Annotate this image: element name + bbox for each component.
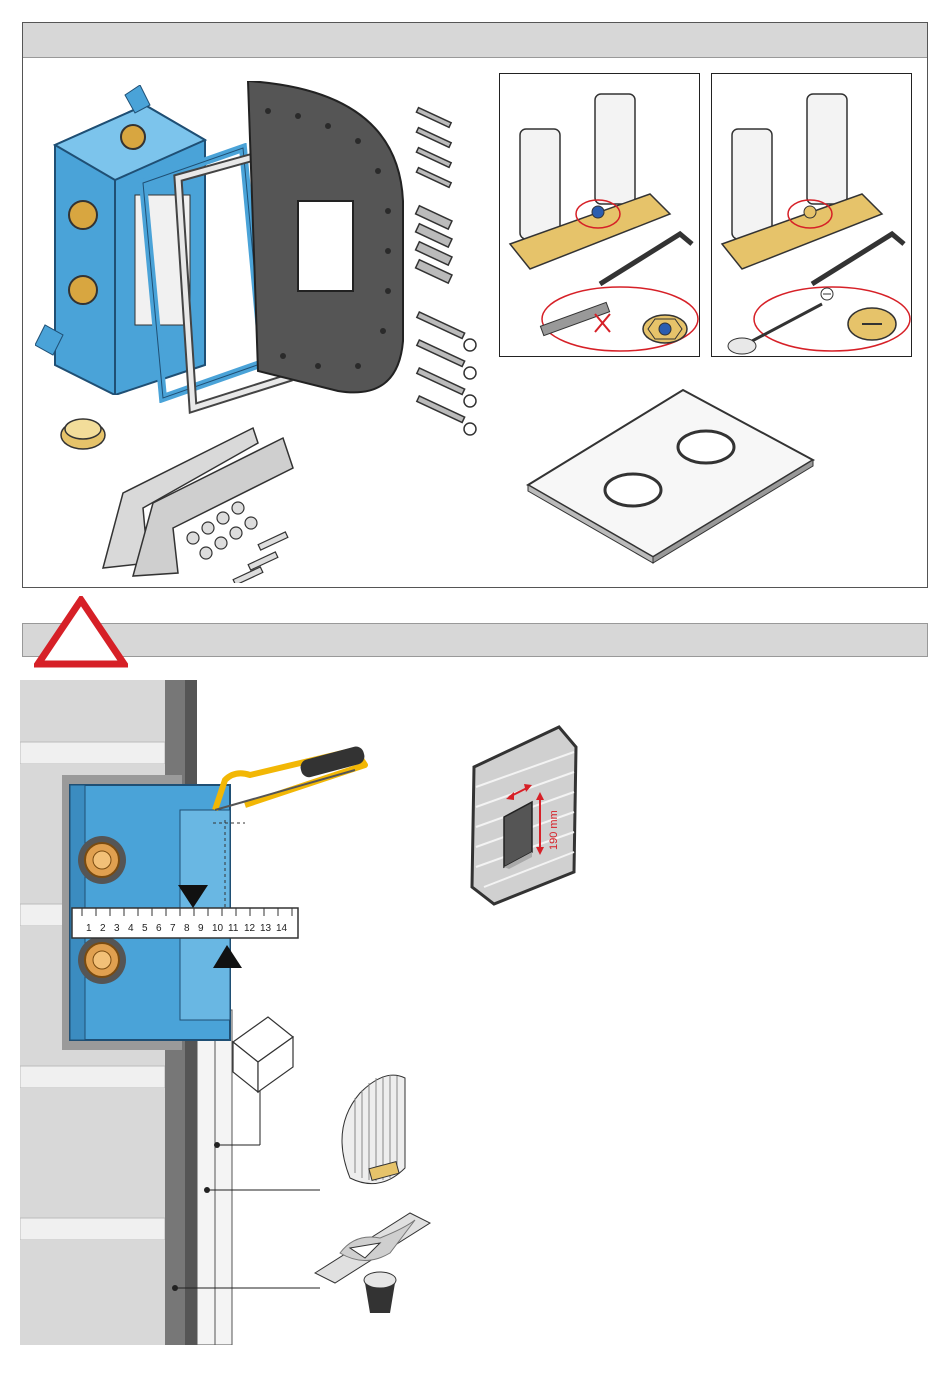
ruler-number: 10 bbox=[212, 923, 224, 934]
ruler-number: 13 bbox=[260, 923, 272, 934]
mortar-bucket-icon bbox=[310, 1198, 440, 1318]
installation-header-bar bbox=[22, 623, 928, 657]
hacksaw-icon bbox=[205, 745, 380, 835]
ruler-number: 8 bbox=[184, 923, 190, 934]
ruler-number: 6 bbox=[156, 923, 162, 934]
warning-triangle-icon bbox=[34, 596, 128, 668]
screws-illustration bbox=[408, 103, 488, 443]
ruler-number: 4 bbox=[128, 923, 134, 934]
ruler-number: 9 bbox=[198, 923, 204, 934]
adhesive-trowel-icon bbox=[330, 1068, 410, 1198]
ruler-number: 14 bbox=[276, 923, 288, 934]
ruler-number: 5 bbox=[142, 923, 148, 934]
ruler-number: 2 bbox=[100, 923, 106, 934]
tiles-icon bbox=[228, 1012, 298, 1097]
membrane-illustration bbox=[238, 81, 413, 401]
parts-panel bbox=[22, 22, 928, 588]
dimension-190mm-label: 190 mm bbox=[548, 810, 560, 850]
parts-header-bar bbox=[23, 23, 927, 58]
ruler-number: 11 bbox=[228, 923, 239, 934]
ruler-number: 1 bbox=[86, 923, 92, 934]
fasteners-illustration bbox=[178, 483, 298, 583]
valve-hexkey-inset bbox=[499, 73, 700, 357]
valve-screwdriver-illustration bbox=[712, 74, 911, 356]
ruler-number: 7 bbox=[170, 923, 176, 934]
ruler-number: 3 bbox=[114, 923, 120, 934]
valve-screwdriver-inset bbox=[711, 73, 912, 357]
valve-hexkey-illustration bbox=[500, 74, 699, 356]
cover-plate-illustration bbox=[523, 385, 823, 565]
ruler-number: 12 bbox=[244, 923, 256, 934]
brick-wall-dimension-illustration: 190 mm bbox=[464, 722, 584, 907]
